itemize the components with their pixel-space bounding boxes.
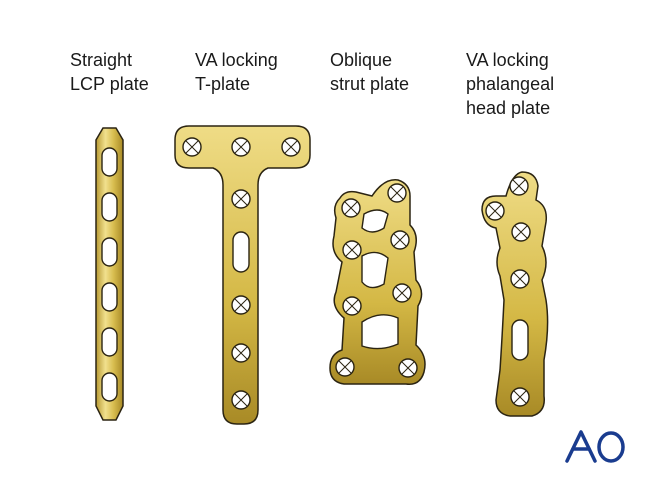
strut-windows xyxy=(361,209,399,350)
label-va-locking-phalangeal-head-plate: VA locking phalangeal head plate xyxy=(466,50,555,118)
va-locking-t-plate xyxy=(174,125,311,425)
straight-lcp-plate xyxy=(95,127,124,421)
oblique-strut-plate xyxy=(329,179,426,385)
ao-logo xyxy=(565,430,625,463)
hole-petals xyxy=(488,179,528,404)
label-va-locking-t-plate: VA locking T-plate xyxy=(195,50,278,94)
va-locking-phalangeal-head-plate xyxy=(481,171,549,417)
hole-petals xyxy=(185,140,298,407)
label-oblique-strut-plate: Oblique strut plate xyxy=(330,50,410,94)
hole-petals xyxy=(338,186,415,375)
combi-holes xyxy=(101,147,118,402)
label-straight-lcp-plate: Straight LCP plate xyxy=(70,50,149,94)
